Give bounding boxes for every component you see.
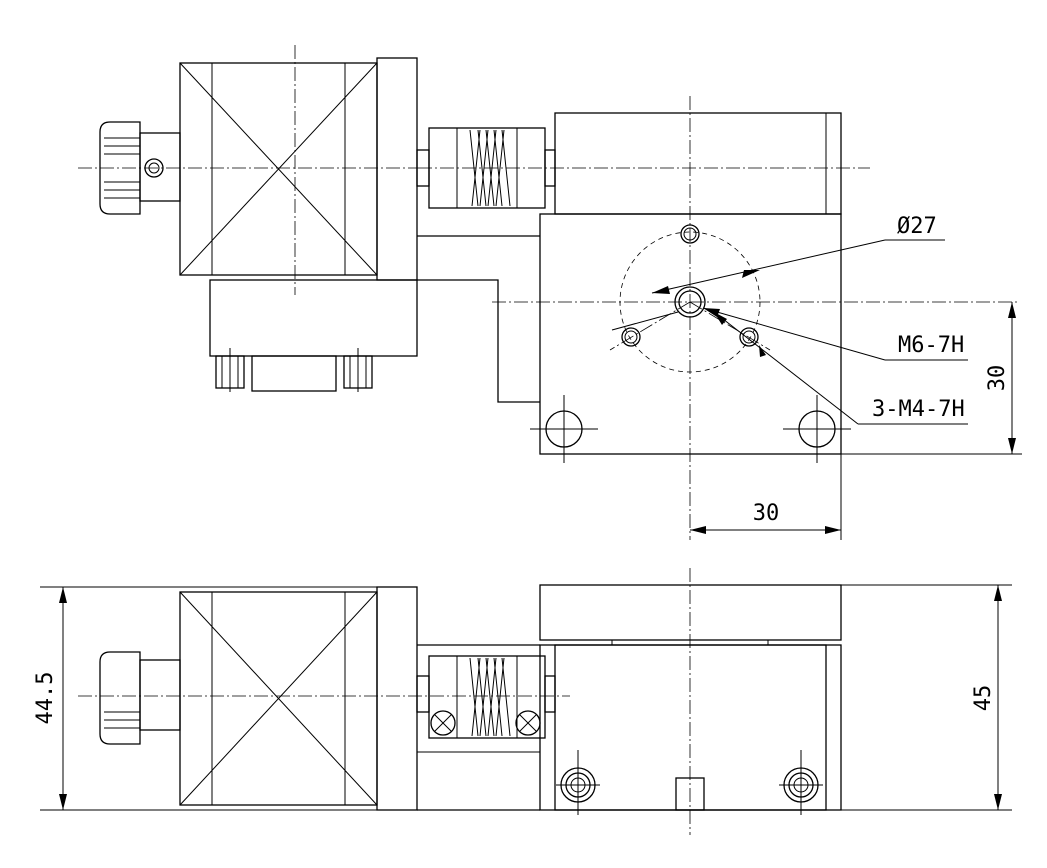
coupling-front	[416, 655, 556, 739]
front-view: 44.5 45	[33, 568, 1012, 835]
leader-center-thread: M6-7H	[611, 307, 968, 361]
knob-front	[99, 651, 181, 745]
base-bracket-top	[416, 235, 540, 403]
label-diameter: Ø27	[897, 214, 937, 239]
leader-diameter: Ø27	[651, 214, 945, 294]
stage-body-front	[539, 644, 842, 815]
base-frame-front	[417, 644, 540, 811]
top-view: Ø27 M6-7H 3-M4-7H 30	[78, 45, 1022, 540]
label-dim-left-height: 44.5	[33, 672, 58, 725]
stage-plate-top	[530, 213, 851, 463]
leader-hole-thread: 3-M4-7H	[713, 311, 968, 425]
label-dim-vertical: 30	[985, 365, 1010, 392]
dim-horizontal-30: 30	[690, 454, 842, 540]
connector-block-top	[209, 279, 418, 392]
dim-vertical-30: 30	[841, 302, 1022, 455]
label-hole-thread: 3-M4-7H	[872, 397, 965, 422]
label-center-thread: M6-7H	[898, 333, 964, 358]
centerlines-front	[78, 568, 691, 835]
label-dim-right-height: 45	[971, 685, 996, 712]
label-dim-horizontal: 30	[753, 501, 780, 526]
centerlines-top	[78, 45, 1020, 540]
dim-left-height: 44.5	[33, 586, 417, 811]
motor-body-front	[179, 586, 418, 811]
motor-body-top	[179, 57, 418, 281]
dim-right-height: 45	[841, 584, 1012, 811]
stage-cylinder-top	[554, 112, 842, 215]
stage-top-plate-front	[539, 584, 842, 645]
